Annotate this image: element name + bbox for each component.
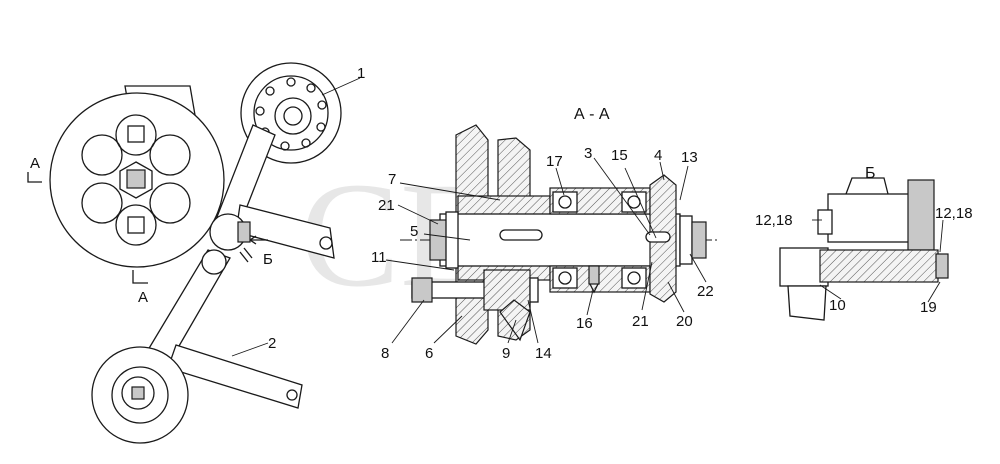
b-lower-bracket bbox=[787, 285, 827, 321]
callout-1: 1 bbox=[357, 65, 365, 82]
aa-bearing-right-top bbox=[621, 191, 647, 213]
view-b-arrow-label: Б bbox=[263, 251, 273, 268]
disc-hole-tl bbox=[81, 134, 123, 176]
callout-22: 22 bbox=[697, 283, 714, 300]
aa-lower-bolt-head bbox=[411, 277, 433, 303]
lower-pulley-key bbox=[131, 386, 145, 400]
callout-labels: 1 2 3 4 5 6 7 8 9 10 11 12,18 12,18 13 1… bbox=[268, 65, 973, 362]
disc-hole-bl bbox=[81, 182, 123, 224]
callout-10: 10 bbox=[829, 297, 846, 314]
left-view bbox=[27, 62, 342, 444]
callout-4: 4 bbox=[654, 147, 662, 164]
callout-17: 17 bbox=[546, 153, 563, 170]
aa-lower-spacer bbox=[483, 269, 531, 311]
pivot-bracket bbox=[237, 221, 251, 243]
callout-13: 13 bbox=[681, 149, 698, 166]
aa-grease-nipple bbox=[588, 265, 600, 285]
aa-ball-lb bbox=[558, 271, 572, 285]
callout-7: 7 bbox=[388, 171, 396, 188]
section-aa bbox=[400, 124, 720, 345]
cut-a-top-label: А bbox=[30, 155, 40, 172]
callout-19: 19 bbox=[920, 299, 937, 316]
b-shaft bbox=[819, 249, 939, 283]
disc-bolt-top bbox=[127, 125, 145, 143]
leader-lines bbox=[231, 77, 944, 357]
upper-pulley-hub bbox=[274, 97, 312, 135]
b-plate bbox=[907, 179, 935, 251]
aa-bearing-left-bottom bbox=[552, 267, 578, 289]
callout-11: 11 bbox=[371, 249, 387, 266]
callout-12-18-right: 12,18 bbox=[935, 205, 973, 222]
callout-3: 3 bbox=[584, 145, 592, 162]
aa-left-washer bbox=[445, 211, 459, 269]
upper-pulley-bore bbox=[283, 106, 303, 126]
callout-8: 8 bbox=[381, 345, 389, 362]
aa-right-washer bbox=[679, 215, 693, 265]
b-upper-bolt bbox=[817, 209, 833, 235]
pivot-boss bbox=[201, 249, 227, 275]
disc-hole-br bbox=[149, 182, 191, 224]
aa-right-key bbox=[645, 231, 671, 243]
callout-15: 15 bbox=[611, 147, 628, 164]
callout-6: 6 bbox=[425, 345, 433, 362]
disc-hole-top bbox=[115, 114, 157, 156]
callout-5: 5 bbox=[410, 223, 418, 240]
callout-2: 2 bbox=[268, 335, 276, 352]
cut-a-bottom-label: А bbox=[138, 289, 148, 306]
callout-20: 20 bbox=[676, 313, 693, 330]
disc-hole-tr bbox=[149, 134, 191, 176]
disc-hole-bottom bbox=[115, 204, 157, 246]
section-titles: А - А Б А А Б bbox=[30, 106, 876, 306]
lower-link-eye bbox=[286, 389, 298, 401]
callout-21-right: 21 bbox=[632, 313, 649, 330]
b-bracket-top bbox=[827, 193, 913, 243]
aa-bearing-right-bottom bbox=[621, 267, 647, 289]
disc-hub-square bbox=[126, 169, 146, 189]
aa-grease-tip bbox=[589, 283, 599, 294]
disc-bolt-bottom bbox=[127, 216, 145, 234]
callout-9: 9 bbox=[502, 345, 510, 362]
lower-pulley-ring bbox=[111, 366, 169, 424]
b-upper-bracket-ridge bbox=[845, 177, 889, 195]
upper-pulley-inner bbox=[253, 75, 329, 151]
cut-line-a-bottom bbox=[132, 270, 148, 284]
aa-shaft-key bbox=[499, 229, 543, 241]
view-arrow-b bbox=[249, 235, 268, 245]
aa-left-nut bbox=[429, 219, 449, 261]
callout-16: 16 bbox=[576, 315, 593, 332]
aa-lower-pulley bbox=[499, 299, 531, 342]
view-b-title: Б bbox=[865, 165, 876, 182]
callout-21-left: 21 bbox=[378, 197, 395, 214]
view-b bbox=[779, 177, 949, 321]
aa-shaft bbox=[439, 213, 681, 267]
pivot-bolt bbox=[239, 247, 253, 263]
aa-right-nut bbox=[691, 221, 707, 259]
aa-lower-washer bbox=[529, 277, 539, 303]
side-arm-eye bbox=[319, 236, 333, 250]
section-aa-title: А - А bbox=[574, 106, 610, 123]
cut-line-a-top bbox=[27, 172, 42, 183]
aa-ball-lt bbox=[558, 195, 572, 209]
aa-bearing-left-top bbox=[552, 191, 578, 213]
callout-14: 14 bbox=[535, 345, 552, 362]
b-nut bbox=[935, 253, 949, 279]
aa-ball-rb bbox=[627, 271, 641, 285]
callout-12-18-left: 12,18 bbox=[755, 212, 793, 229]
